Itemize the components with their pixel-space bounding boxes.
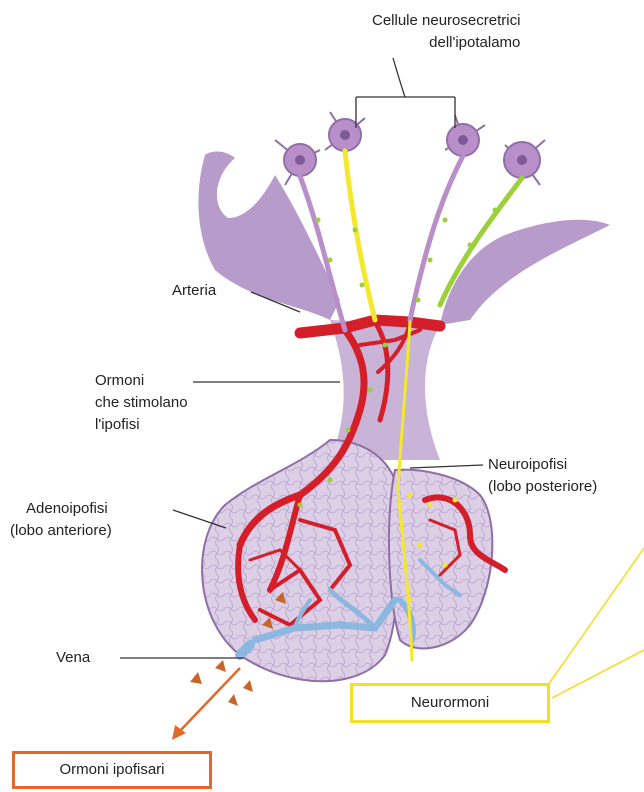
- neurormoni-box: Neurormoni: [350, 683, 550, 723]
- ormoni-ipofisari-label: Ormoni ipofisari: [59, 761, 164, 778]
- anterior-lobe: [202, 440, 398, 681]
- label-adenoipofisi-line1: Adenoipofisi: [10, 498, 112, 520]
- label-cellule-line1: Cellule neurosecretrici: [372, 10, 520, 32]
- neuron-3: [445, 115, 485, 156]
- neuron-2: [325, 112, 365, 151]
- hypothalamus-right: [440, 220, 610, 325]
- label-ormoni-line2: che stimolano: [95, 392, 188, 414]
- label-neuroipofisi: Neuroipofisi (lobo posteriore): [488, 454, 597, 498]
- neurormoni-leaders: [546, 548, 644, 698]
- label-neuroipofisi-line2: (lobo posteriore): [488, 476, 597, 498]
- label-vena: Vena: [56, 647, 90, 669]
- label-ormoni-stimolano: Ormoni che stimolano l'ipofisi: [95, 370, 188, 436]
- label-arteria: Arteria: [172, 280, 216, 302]
- label-ormoni-line3: l'ipofisi: [95, 414, 188, 436]
- neuron-4: [504, 140, 545, 185]
- neuron-1: [275, 140, 320, 185]
- label-adenoipofisi-line2: (lobo anteriore): [10, 520, 112, 542]
- label-ormoni-line1: Ormoni: [95, 370, 188, 392]
- neurormoni-label: Neurormoni: [411, 694, 489, 711]
- label-neuroipofisi-line1: Neuroipofisi: [488, 454, 597, 476]
- label-adenoipofisi: Adenoipofisi (lobo anteriore): [10, 498, 112, 542]
- neurosecretory-neurons: [275, 112, 545, 185]
- ormoni-ipofisari-box: Ormoni ipofisari: [12, 751, 212, 789]
- label-cellule-line2: dell'ipotalamo: [372, 32, 520, 54]
- ipofisari-arrow: [172, 668, 240, 740]
- label-cellule-neurosecretrici: Cellule neurosecretrici dell'ipotalamo: [372, 10, 520, 54]
